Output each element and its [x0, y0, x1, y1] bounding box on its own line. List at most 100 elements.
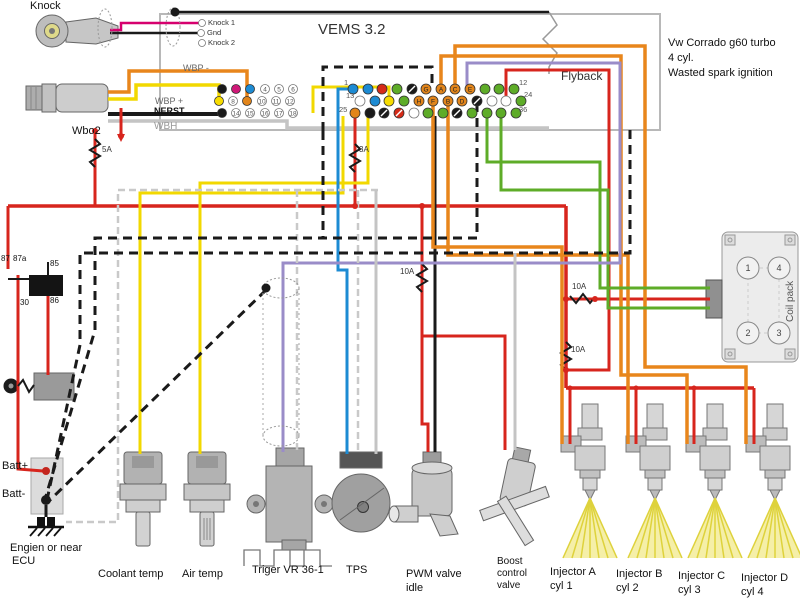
junction-dot: [118, 133, 124, 139]
pin-vems-18pin: [260, 84, 270, 94]
pin-knock-3pin: [198, 39, 206, 47]
coil-terminal: [736, 256, 760, 280]
fuse10a-coil-label: 10A: [572, 282, 587, 291]
coil-pack-label: Coil pack: [785, 280, 796, 322]
pin-vems-36pin: [383, 95, 395, 107]
fuse10a-valves-label: 10A: [400, 267, 415, 276]
ground-symbol: [28, 517, 64, 537]
wire-gnd-dash-2: [45, 130, 632, 501]
pin-vems-36pin: [354, 95, 366, 107]
wire-coolant-signal: [138, 116, 345, 454]
wire-injA-signal: [431, 103, 564, 444]
pin1-num: 1: [344, 78, 349, 87]
pin-label: 17: [275, 110, 283, 117]
pin-vems-18pin: [228, 96, 238, 106]
relay-86-label: 86: [50, 296, 59, 305]
pin-vems-18pin: [288, 108, 298, 118]
pin-vems-36pin: [413, 95, 425, 107]
wire-ecu-case-outline: [321, 65, 434, 131]
shield-ellipse: [97, 8, 113, 48]
pin-vems-36pin: [376, 83, 388, 95]
wire-sensor-gnd-bus: [66, 188, 378, 524]
airtemp-label: Air temp: [182, 568, 223, 580]
boost-control-valve: [479, 446, 550, 547]
pin24-num: 24: [524, 90, 533, 99]
air-temp-sensor: [183, 451, 231, 547]
pin-label: 14: [232, 110, 240, 117]
pin-label: 5: [277, 86, 281, 93]
knock-sensor: [35, 14, 119, 48]
wire-gnd-dash-1: [44, 103, 479, 497]
junction-dot: [567, 385, 573, 391]
coil-terminal-number: 4: [776, 263, 781, 273]
pin-vems-36pin: [435, 83, 447, 95]
junction-dot: [92, 128, 98, 134]
coolant-temp-sensor: [119, 451, 167, 547]
main-relay: [29, 275, 63, 296]
pin-label: 10: [258, 98, 266, 105]
coil-terminal-number: 1: [745, 263, 750, 273]
trigger-label: Triger VR 36-1: [252, 564, 324, 576]
junction-dot: [261, 283, 271, 293]
pin-label: D: [460, 98, 465, 105]
pin-label: 11: [273, 98, 280, 105]
pin-vems-18pin: [285, 96, 295, 106]
knock-gnd-label: Gnd: [207, 28, 222, 37]
coil-terminal: [767, 321, 791, 345]
injC-cyl: cyl 3: [678, 584, 701, 596]
pin-vems-36pin: [510, 107, 522, 119]
pin-vems-36pin: [349, 107, 361, 119]
pin-vems-36pin: [437, 107, 449, 119]
boost-label-3: valve: [497, 580, 521, 591]
note-line1: Vw Corrado g60 turbo: [668, 37, 776, 49]
relay-85-label: 85: [50, 259, 59, 268]
injD-cyl: cyl 4: [741, 586, 764, 598]
batt-minus-label: Batt-: [2, 488, 26, 500]
note-line3: Wasted spark ignition: [668, 67, 773, 79]
junction-dot: [352, 203, 358, 209]
pin-vems-18pin: [217, 108, 227, 118]
wire-fuse-10a-coil: [569, 292, 596, 305]
pin-vems-36pin: [398, 95, 410, 107]
pin-label: 15: [246, 110, 254, 117]
knock-pin2-label: Knock 2: [208, 38, 236, 47]
coil-terminal: [736, 321, 760, 345]
pwm-label-1: PWM valve: [406, 568, 462, 580]
pin-vems-36pin: [408, 107, 420, 119]
injC-label: Injector C: [678, 570, 726, 582]
pin-vems-36pin: [442, 95, 454, 107]
pin-vems-36pin: [508, 83, 520, 95]
wire-ign-coil-a: [485, 115, 710, 290]
wire-trigger-vr: [281, 61, 622, 452]
pin-vems-18pin: [231, 84, 241, 94]
ground-note-2: ECU: [12, 555, 36, 567]
pin-vems-18pin: [217, 84, 227, 94]
pwm-idle-valve: [388, 451, 459, 537]
wire-boost-12v: [422, 334, 507, 450]
junction-dot: [41, 495, 51, 505]
wbo2-label: Wbo2: [72, 125, 101, 137]
pin-vems-18pin: [274, 108, 284, 118]
pin-vems-18pin: [245, 84, 255, 94]
junction-dot: [563, 367, 569, 373]
ground-note-1: Engien or near: [10, 542, 83, 554]
boost-label-2: control: [497, 568, 528, 579]
pin-vems-36pin: [347, 83, 359, 95]
injB-label: Injector B: [616, 568, 663, 580]
pin-label: F: [431, 98, 435, 105]
wire-fuse-3a: [348, 143, 362, 173]
pin-vems-18pin: [274, 84, 284, 94]
pin-vems-36pin: [369, 95, 381, 107]
vems-title: VEMS 3.2: [318, 21, 386, 38]
injector-D: [745, 403, 800, 559]
tps-label: TPS: [346, 564, 368, 576]
wire-ign-coil-b: [499, 115, 710, 310]
relay-87a-label: 87a: [13, 254, 27, 263]
pin-vems-18pin: [231, 108, 241, 118]
pin-vems-36pin: [362, 83, 374, 95]
pin-label: B: [446, 98, 450, 105]
pin-vems-36pin: [449, 83, 461, 95]
knock-pin1-label: Knock 1: [208, 18, 236, 27]
shield-ellipse: [262, 425, 300, 447]
